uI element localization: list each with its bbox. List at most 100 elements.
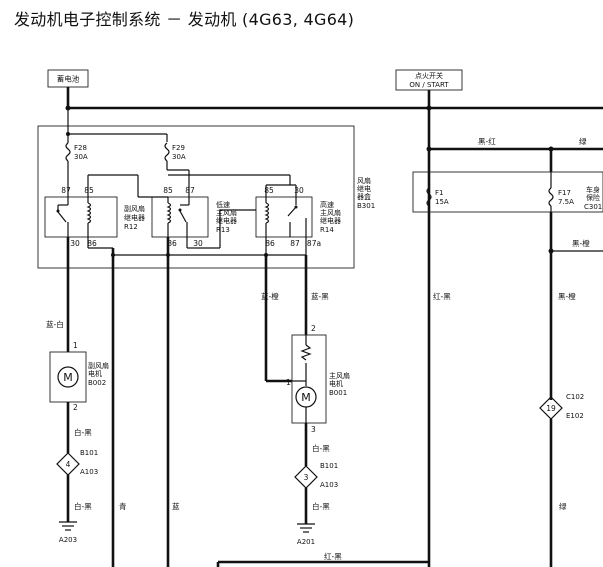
svg-text:R13: R13	[216, 226, 230, 234]
wire-label-white-black-3: 白-黑	[74, 501, 92, 511]
fuse-f17: F17 7.5A	[548, 172, 574, 212]
relay-box-code: B301	[357, 202, 375, 210]
wire-label-green-2: 绿	[559, 502, 567, 511]
svg-text:A103: A103	[320, 481, 338, 489]
svg-text:15A: 15A	[435, 198, 449, 206]
wire-label-white-black-2: 白-黑	[312, 443, 330, 453]
svg-text:R14: R14	[320, 226, 334, 234]
ignition-label-box: 点火开关 ON / START	[395, 69, 463, 91]
wire-label-red-black: 红-黑	[433, 291, 451, 301]
wire-label-cyan: 青	[119, 501, 127, 511]
svg-text:87: 87	[185, 186, 195, 195]
svg-text:M: M	[301, 391, 311, 404]
svg-text:3: 3	[311, 425, 316, 434]
svg-text:M: M	[63, 371, 73, 384]
relay-r13: 85 87 86 30 低速 主风扇 继电器 R13	[151, 186, 237, 249]
svg-text:A201: A201	[297, 538, 315, 546]
svg-text:继电器: 继电器	[320, 216, 341, 225]
svg-text:87: 87	[290, 239, 300, 248]
svg-text:A203: A203	[59, 536, 77, 544]
svg-text:19: 19	[546, 404, 556, 413]
ground-a201: A201	[297, 523, 315, 546]
svg-text:86: 86	[265, 239, 275, 248]
ground-a203: A203	[59, 521, 77, 544]
svg-text:保险: 保险	[586, 193, 600, 202]
svg-text:2: 2	[73, 403, 78, 412]
relay-box-line2: 继电	[357, 184, 371, 193]
svg-text:车身: 车身	[586, 185, 600, 194]
svg-text:C102: C102	[566, 393, 584, 401]
svg-text:F1: F1	[435, 189, 443, 197]
svg-text:3: 3	[304, 473, 309, 482]
relay-box-line3: 器盒	[357, 192, 371, 201]
connector-19: 19 C102 E102	[539, 393, 584, 420]
svg-text:85: 85	[84, 186, 94, 195]
svg-text:85: 85	[264, 186, 274, 195]
ignition-label-1: 点火开关	[415, 71, 443, 80]
svg-text:1: 1	[73, 341, 78, 350]
svg-text:87: 87	[61, 186, 71, 195]
svg-text:30: 30	[70, 239, 80, 248]
wire-label-black-orange-2: 黑-橙	[558, 291, 576, 301]
svg-text:86: 86	[87, 239, 97, 248]
svg-text:R12: R12	[124, 223, 138, 231]
relay-r12: 87 85 30 86 副风扇 继电器 R12	[44, 183, 145, 248]
svg-text:电机: 电机	[88, 369, 102, 378]
wire-label-blue-orange: 蓝-橙	[261, 291, 279, 301]
relay-r14: 85 30 86 87 87a 高速 主风扇 继电器 R14	[255, 186, 341, 248]
wire-label-white-black-1: 白-黑	[74, 427, 92, 437]
svg-text:B002: B002	[88, 379, 106, 387]
svg-text:86: 86	[167, 239, 177, 248]
svg-text:B001: B001	[329, 389, 347, 397]
wire-label-blue: 蓝	[172, 501, 180, 511]
wire-label-black-red: 黑-红	[478, 136, 496, 146]
motor-b002: 1 M 2 副风扇 电机 B002	[49, 341, 109, 412]
svg-text:主风扇: 主风扇	[320, 208, 341, 217]
body-fuse-box-outline	[412, 171, 603, 213]
battery-label-box: 蓄电池	[47, 69, 89, 88]
svg-text:4: 4	[66, 460, 71, 469]
wire-label-white-black-4: 白-黑	[312, 501, 330, 511]
connector-4: 4 B101 A103	[56, 449, 98, 476]
wire-label-black-orange-1: 黑-橙	[572, 238, 590, 248]
svg-text:主风扇: 主风扇	[216, 208, 237, 217]
svg-text:高速: 高速	[320, 200, 334, 209]
svg-text:副风扇: 副风扇	[124, 204, 145, 213]
fuse-f29-rating: 30A	[172, 153, 186, 161]
fuse-f29-name: F29	[172, 144, 185, 152]
svg-text:继电器: 继电器	[124, 213, 145, 222]
fuse-f28-name: F28	[74, 144, 87, 152]
svg-text:电机: 电机	[329, 379, 343, 388]
svg-text:F17: F17	[558, 189, 571, 197]
motor-b001: 2 M 1 3 主风扇 电机 B001	[286, 324, 350, 434]
fuse-f1: F1 15A	[426, 187, 449, 207]
wire-label-blue-black: 蓝-黑	[311, 291, 329, 301]
svg-text:87a: 87a	[307, 239, 321, 248]
wire-label-red-black-bottom: 红-黑	[324, 551, 342, 561]
relay-box-line1: 风扇	[357, 176, 371, 185]
svg-text:30: 30	[193, 239, 203, 248]
connector-3: 3 B101 A103	[294, 462, 338, 489]
svg-text:副风扇: 副风扇	[88, 361, 109, 370]
wire-label-green: 绿	[579, 137, 587, 146]
wire-label-blue-white: 蓝-白	[46, 319, 64, 329]
page-title: 发动机电子控制系统 － 发动机 (4G63, 4G64)	[14, 10, 355, 29]
fuse-f28-rating: 30A	[74, 153, 88, 161]
battery-label: 蓄电池	[57, 74, 80, 84]
svg-text:B101: B101	[320, 462, 338, 470]
relay-box-outline	[37, 125, 355, 269]
svg-text:85: 85	[163, 186, 173, 195]
svg-text:C301: C301	[584, 203, 602, 211]
svg-text:继电器: 继电器	[216, 216, 237, 225]
svg-text:低速: 低速	[216, 200, 230, 209]
svg-text:A103: A103	[80, 468, 98, 476]
svg-text:主风扇: 主风扇	[329, 371, 350, 380]
svg-text:E102: E102	[566, 412, 584, 420]
svg-text:30: 30	[294, 186, 304, 195]
svg-text:2: 2	[311, 324, 316, 333]
svg-text:B101: B101	[80, 449, 98, 457]
svg-text:7.5A: 7.5A	[558, 198, 574, 206]
ignition-label-2: ON / START	[409, 81, 449, 89]
fuse-f28: F28 30A	[65, 134, 88, 183]
